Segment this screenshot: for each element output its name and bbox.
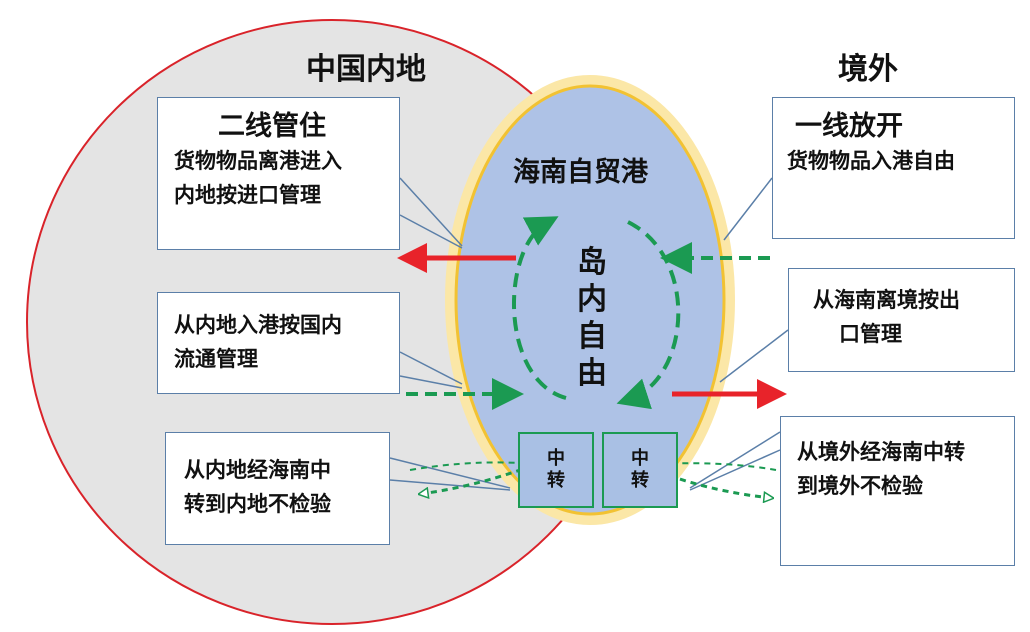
second-line-box: 二线管住 货物物品离港进入 内地按进口管理 bbox=[157, 97, 400, 250]
mainland-entry-box: 从内地入港按国内 流通管理 bbox=[157, 292, 400, 394]
hainan-exit-text: 从海南离境按出 bbox=[813, 288, 960, 312]
overseas-transit-box: 从境外经海南中转 到境外不检验 bbox=[780, 416, 1015, 566]
hainan-exit-box: 从海南离境按出 口管理 bbox=[788, 268, 1015, 372]
hainan-exit-text: 口管理 bbox=[839, 322, 902, 346]
second-line-text: 货物物品离港进入 bbox=[174, 149, 342, 173]
transit-arrow-mainland-2 bbox=[409, 461, 575, 471]
callout-line bbox=[689, 431, 781, 489]
first-line-box: 一线放开 货物物品入港自由 bbox=[772, 97, 1015, 239]
mainland-transit-box: 从内地经海南中 转到内地不检验 bbox=[165, 432, 390, 545]
transfer-box: 中 转 bbox=[602, 432, 678, 508]
second-line-title: 二线管住 bbox=[218, 111, 326, 142]
mainland-entry-text: 从内地入港按国内 bbox=[174, 313, 342, 337]
mainland-transit-text: 转到内地不检验 bbox=[184, 492, 331, 516]
callout-line bbox=[689, 449, 781, 491]
transfer-char: 转 bbox=[631, 470, 649, 491]
callout-line bbox=[399, 214, 463, 249]
hainan-label: 海南自贸港 bbox=[513, 157, 648, 188]
island-freedom-char: 岛 bbox=[577, 245, 607, 280]
island-freedom-text: 岛 内 自 由 bbox=[572, 244, 612, 392]
overseas-label: 境外 bbox=[838, 52, 898, 87]
circulation-arrow-left bbox=[512, 216, 567, 400]
overseas-transit-text: 到境外不检验 bbox=[797, 474, 923, 498]
callout-line bbox=[399, 375, 463, 389]
transfer-char: 中 bbox=[547, 448, 565, 469]
island-freedom-char: 由 bbox=[577, 356, 607, 391]
transit-arrow-mainland bbox=[420, 454, 561, 494]
transfer-box: 中 转 bbox=[518, 432, 594, 508]
callout-line bbox=[719, 329, 789, 383]
island-freedom-char: 自 bbox=[577, 319, 607, 354]
first-line-text: 货物物品入港自由 bbox=[787, 149, 955, 173]
overseas-transit-text: 从境外经海南中转 bbox=[797, 440, 965, 464]
transfer-char: 中 bbox=[631, 448, 649, 469]
mainland-transit-text: 从内地经海南中 bbox=[184, 458, 331, 482]
mainland-label: 中国内地 bbox=[306, 52, 426, 87]
callout-line bbox=[389, 457, 511, 489]
mainland-entry-text: 流通管理 bbox=[174, 347, 258, 371]
island-freedom-char: 内 bbox=[577, 282, 607, 317]
first-line-title: 一线放开 bbox=[795, 111, 903, 142]
circulation-arrow-right bbox=[616, 220, 681, 410]
hainan-glow bbox=[445, 75, 735, 525]
callout-line bbox=[399, 177, 463, 247]
callout-line bbox=[389, 479, 511, 491]
callout-line bbox=[723, 177, 773, 241]
transit-arrow-overseas-2 bbox=[605, 462, 777, 471]
transfer-char: 转 bbox=[547, 470, 565, 491]
second-line-text: 内地按进口管理 bbox=[174, 183, 321, 207]
callout-line bbox=[399, 351, 463, 385]
